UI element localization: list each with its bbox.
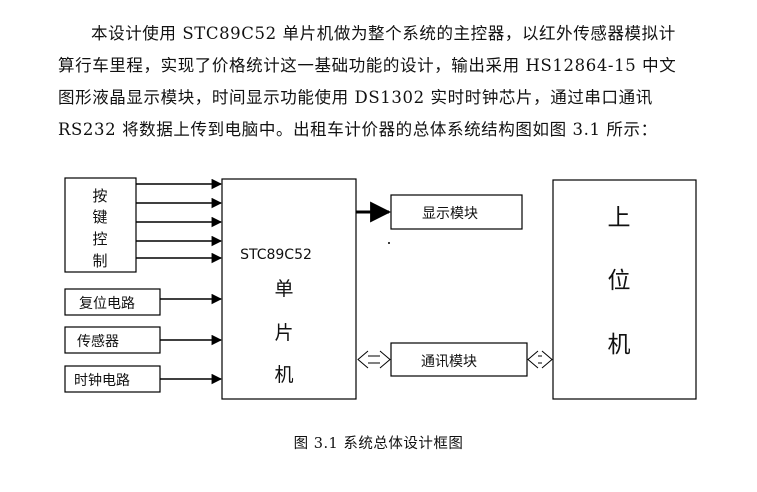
mcu-char: 片 xyxy=(274,322,293,344)
reset-label: 复位电路 xyxy=(79,295,135,312)
keypad-char: 按 xyxy=(92,187,107,205)
host-char: 上 xyxy=(608,205,631,231)
keypad-char: 控 xyxy=(92,230,107,248)
paragraph-line: 算行车里程，实现了价格统计这一基础功能的设计，输出采用 HS12864-15 中… xyxy=(58,56,677,75)
host-computer-box xyxy=(552,179,697,400)
comm-module-label: 通讯模块 xyxy=(421,354,477,370)
clock-label: 时钟电路 xyxy=(74,372,130,389)
paragraph-line: 图形液晶显示模块，时间显示功能使用 DS1302 实时时钟芯片，通过串口通讯 xyxy=(58,88,653,107)
keypad-char: 制 xyxy=(92,252,107,270)
keypad-char: 键 xyxy=(92,208,107,226)
keypad-arrows xyxy=(136,178,223,385)
host-char: 位 xyxy=(608,268,631,294)
dot-mark xyxy=(388,242,390,244)
keypad-control-box xyxy=(64,177,137,273)
reset-circuit-box xyxy=(64,288,161,316)
figure-caption: 图 3.1 系统总体设计框图 xyxy=(293,436,464,452)
mcu-box xyxy=(221,178,357,400)
mcu-comm-double-arrow xyxy=(357,350,391,369)
comm-module-box xyxy=(390,342,528,377)
mcu-char: 单 xyxy=(274,278,293,300)
mcu-model-label: STC89C52 xyxy=(240,247,312,263)
host-char: 机 xyxy=(608,332,631,358)
mcu-char: 机 xyxy=(274,364,293,386)
intro-paragraph: 本设计使用 STC89C52 单片机做为整个系统的主控器，以红外传感器模拟计 算… xyxy=(58,18,742,146)
paragraph-line: 本设计使用 STC89C52 单片机做为整个系统的主控器，以红外传感器模拟计 xyxy=(91,24,676,43)
sensor-label: 传感器 xyxy=(77,333,119,350)
paragraph-line: RS232 将数据上传到电脑中。出租车计价器的总体系统结构图如图 3.1 所示： xyxy=(58,120,658,139)
display-module-label: 显示模块 xyxy=(422,206,478,222)
comm-host-double-arrow xyxy=(527,350,553,369)
